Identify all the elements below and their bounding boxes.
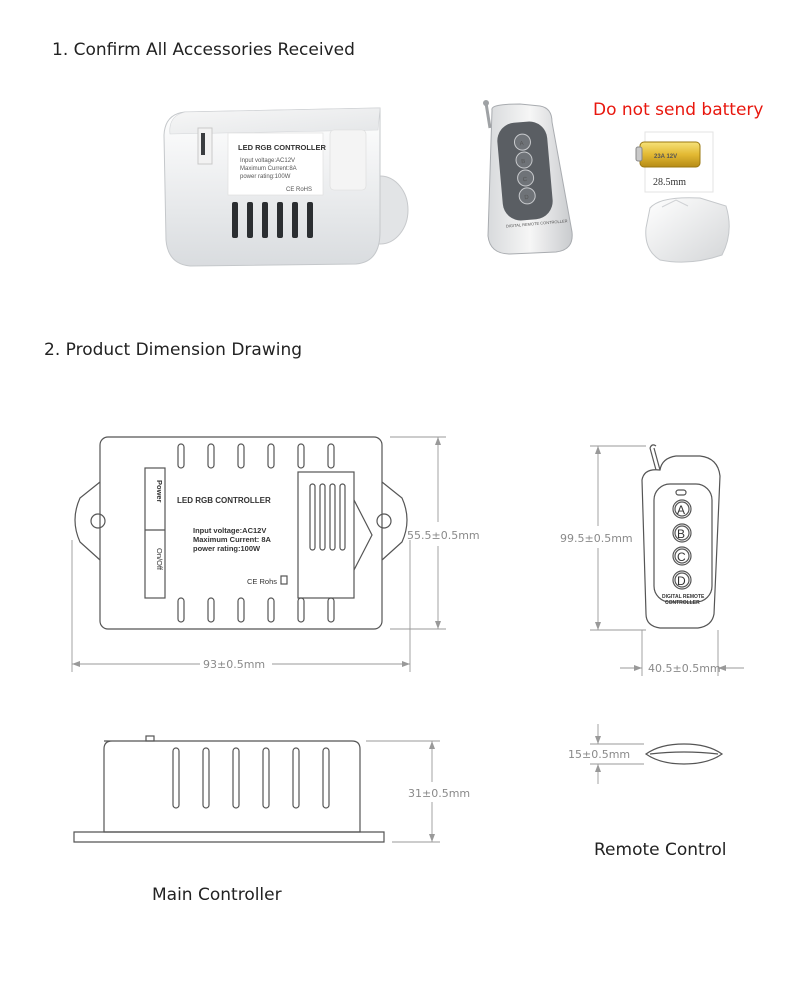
svg-text:B: B [521, 159, 526, 165]
remote-photo: A B C D DIGITAL REMOTE CONTROLLER [483, 100, 573, 255]
svg-text:D: D [677, 574, 686, 588]
controller-height-dimension: 55.5±0.5mm [407, 529, 480, 542]
dimension-heading: 2. Product Dimension Drawing [44, 340, 303, 360]
photo-vent-slots [232, 202, 313, 238]
battery-cover-photo [645, 197, 730, 263]
remote-dimension-lines [590, 445, 744, 676]
remote-side-view [644, 743, 724, 765]
controller-depth-dimension-lines [366, 740, 440, 843]
remote-width-dimension: 40.5±0.5mm [648, 662, 721, 675]
photo-remote-label: DIGITAL REMOTE CONTROLLER [506, 218, 568, 228]
battery-size: 28.5mm [653, 177, 686, 188]
controller-photo: LED RGB CONTROLLER Input voltage:AC12V M… [163, 107, 409, 267]
drawing-controller-title: LED RGB CONTROLLER [177, 496, 271, 505]
battery-photo: 23A 12V 28.5mm [635, 131, 714, 193]
photo-controller-title: LED RGB CONTROLLER [238, 143, 326, 152]
drawing-remote-label2: CONTROLLER [665, 600, 700, 606]
battery-label: 23A 12V [654, 154, 677, 160]
svg-text:B: B [677, 527, 685, 541]
svg-text:A: A [519, 141, 524, 147]
svg-text:C: C [677, 550, 686, 564]
remote-height-dimension: 99.5±0.5mm [560, 532, 633, 545]
drawing-spec2: Maximum Current: 8A [193, 535, 272, 544]
svg-text:D: D [524, 195, 530, 201]
remote-thickness-dimension: 15±0.5mm [568, 748, 630, 761]
photo-remote-buttons: A B C D [513, 133, 536, 205]
photo-controller-spec2: Maximum Current:8A [240, 166, 297, 172]
photo-controller-certs: CE RoHS [286, 187, 312, 193]
controller-side-view [73, 735, 385, 843]
controller-depth-dimension: 31±0.5mm [408, 787, 470, 800]
remote-control-caption: Remote Control [594, 840, 727, 860]
drawing-power-label: Power [155, 480, 164, 503]
drawing-spec1: Input voltage:AC12V [193, 526, 266, 535]
photo-controller-spec3: power rating:100W [240, 174, 291, 180]
drawing-side-panel [297, 471, 373, 599]
drawing-vent-slots-top [177, 443, 335, 469]
svg-text:A: A [677, 503, 685, 517]
battery-note: Do not send battery [593, 100, 764, 120]
remote-front-view: A B C D DIGITAL REMOTE CONTROLLER [641, 444, 721, 629]
drawing-remote-label1: DIGITAL REMOTE [662, 594, 705, 600]
controller-top-view: Power On/Off LED RGB CONTROLLER Input vo… [74, 436, 408, 630]
drawing-onoff-label: On/Off [155, 548, 164, 571]
drawing-certs: CE Rohs [247, 577, 277, 586]
drawing-spec3: power rating:100W [193, 544, 261, 553]
drawing-vent-slots-bottom [177, 597, 335, 623]
remote-thickness-dimension-lines [590, 724, 644, 784]
controller-dimension-lines [71, 436, 446, 672]
svg-text:C: C [523, 177, 529, 183]
main-controller-caption: Main Controller [152, 885, 282, 905]
photo-controller-spec1: Input voltage:AC12V [240, 158, 295, 164]
accessories-heading: 1. Confirm All Accessories Received [52, 40, 355, 60]
controller-width-dimension: 93±0.5mm [203, 658, 265, 671]
drawing-remote-buttons: A B C D [672, 499, 692, 590]
